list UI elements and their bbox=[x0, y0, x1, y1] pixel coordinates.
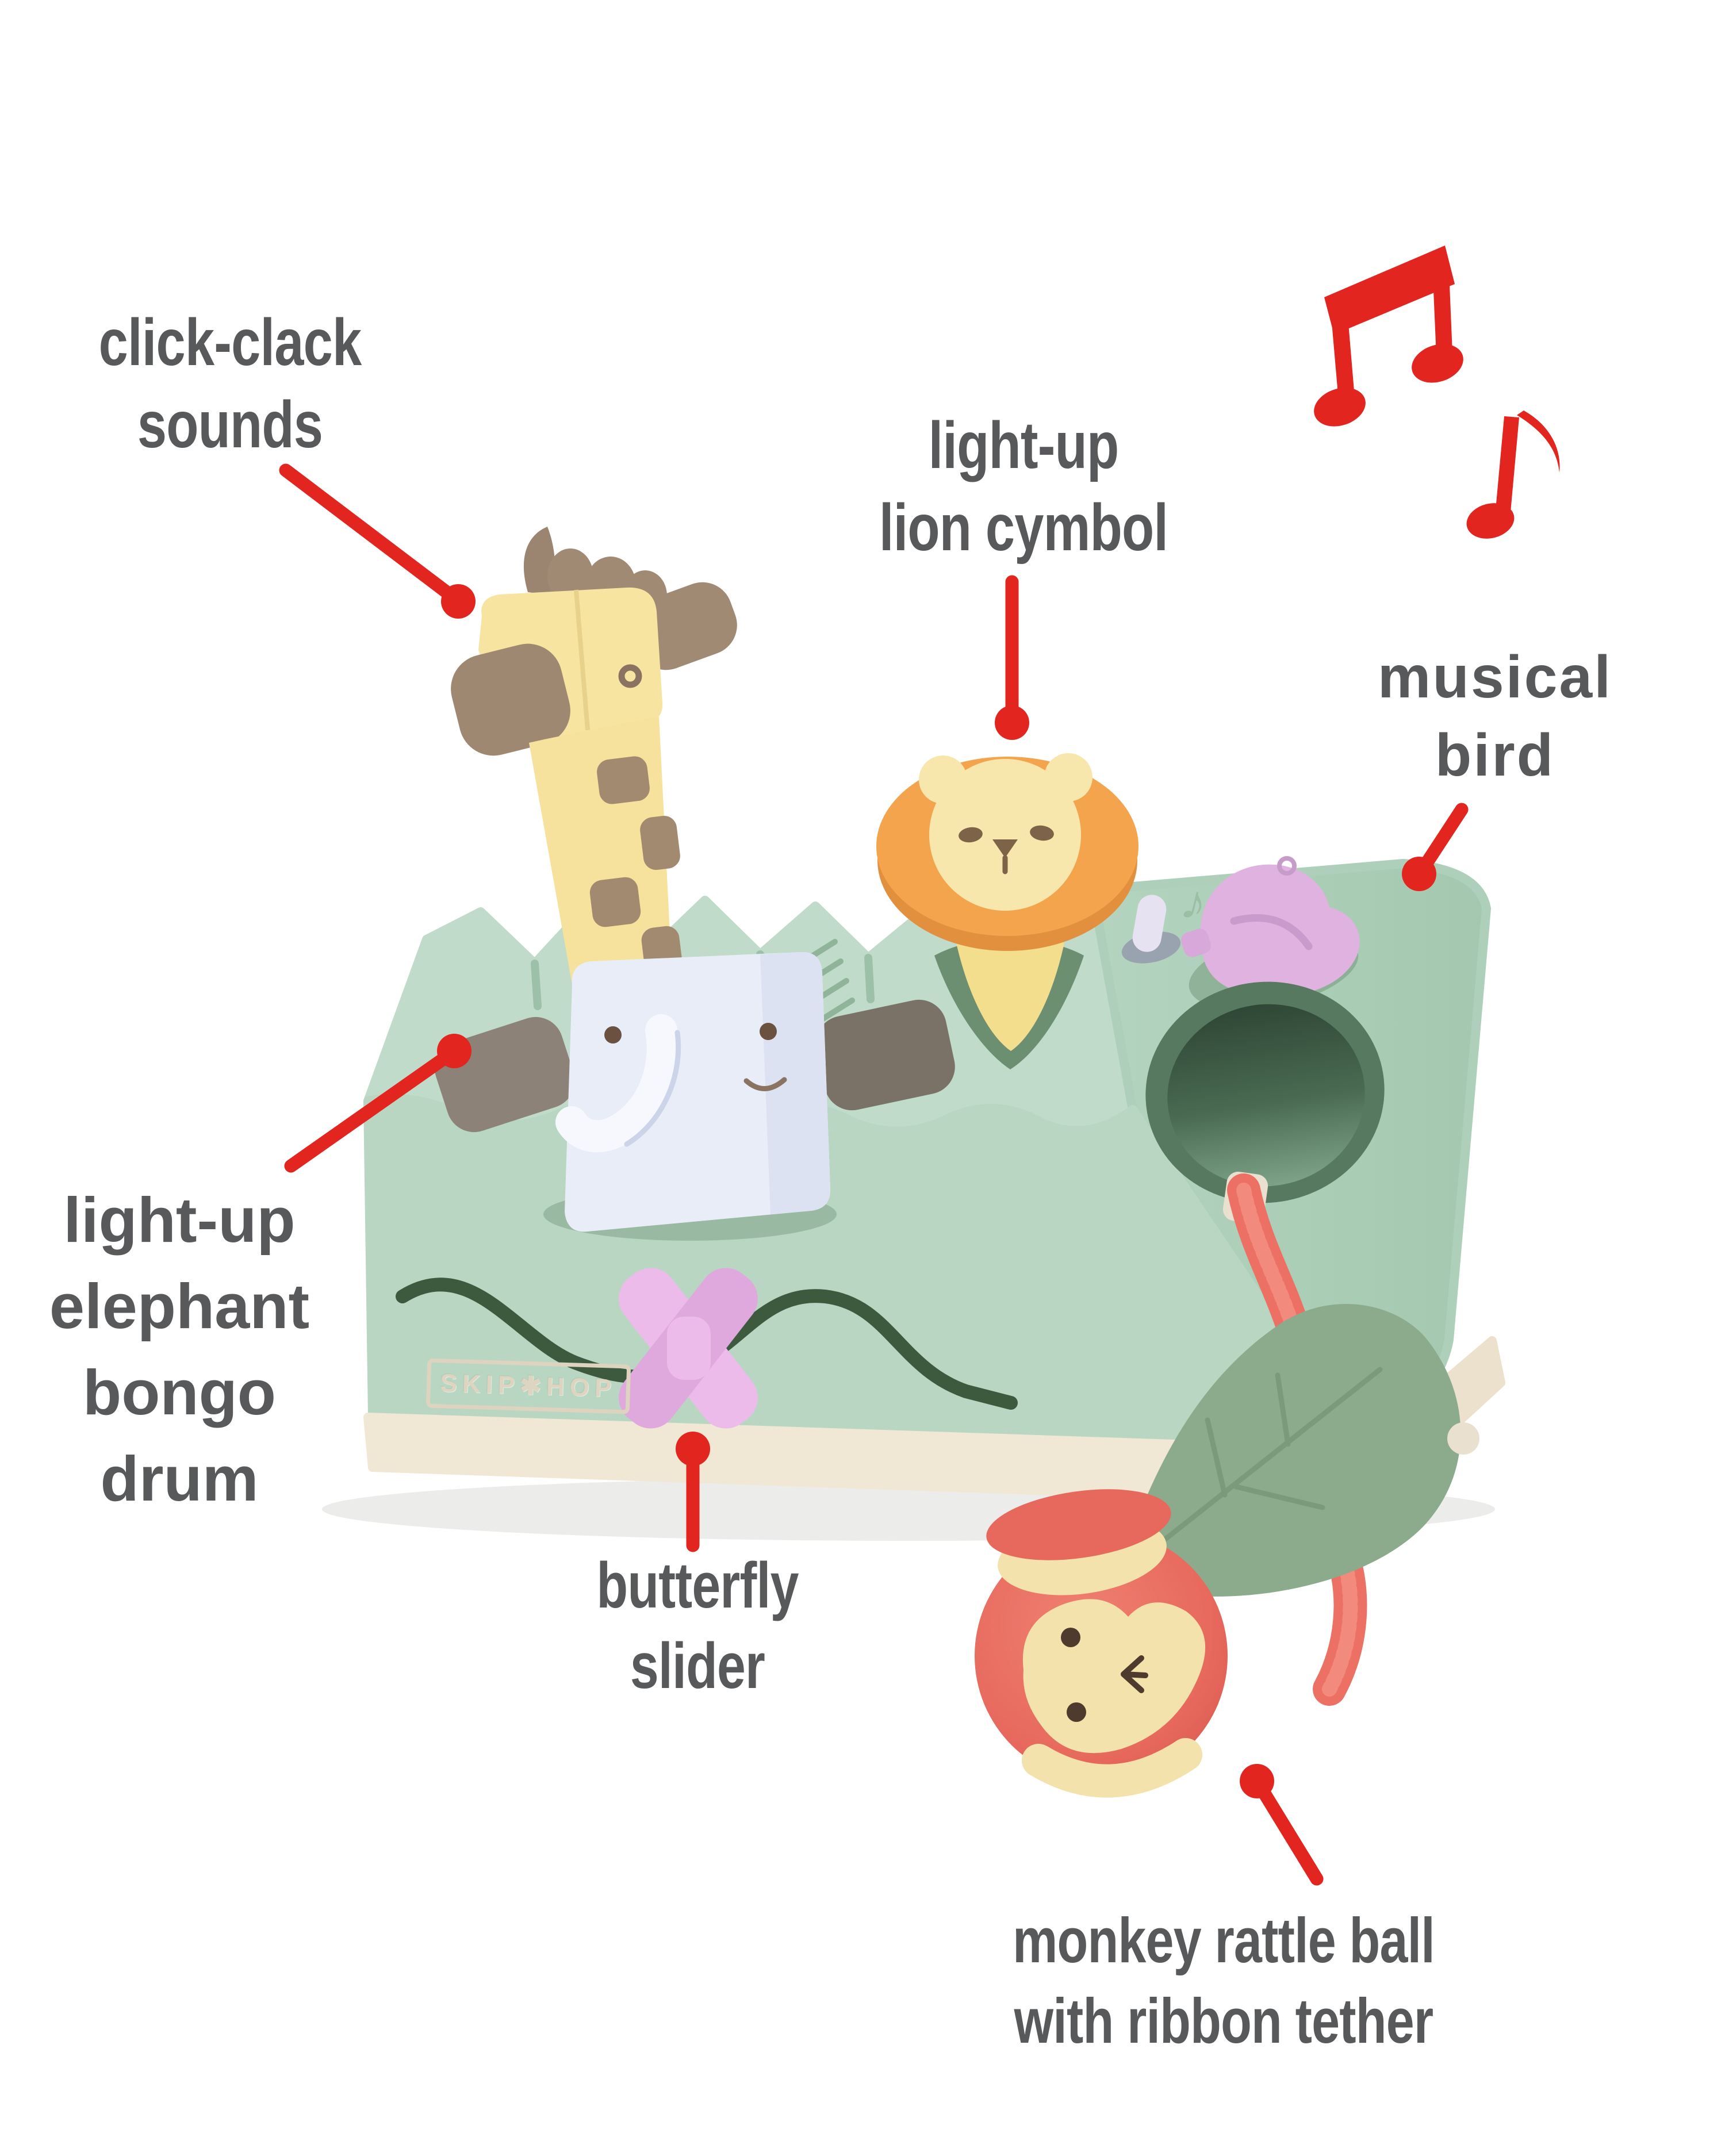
callout-line: light-up bbox=[63, 1185, 296, 1256]
callout-monkey-rattle-ball: monkey rattle ball with ribbon tether bbox=[948, 1901, 1500, 2062]
lion-stem bbox=[956, 930, 1064, 1051]
callout-light-up-lion-cymbol: light-up lion cymbol bbox=[747, 405, 1300, 569]
butterfly-slider-knob[interactable] bbox=[608, 1257, 769, 1439]
giraffe-horn bbox=[523, 527, 555, 595]
callout-line: butterfly bbox=[596, 1549, 799, 1621]
callout-line: with ribbon tether bbox=[1014, 1986, 1433, 2057]
pointer-elephant bbox=[284, 1045, 460, 1173]
leaf-hinge bbox=[1447, 1422, 1479, 1455]
callout-line: slider bbox=[630, 1630, 765, 1702]
dot-elephant bbox=[437, 1034, 471, 1068]
elephant-eye-left bbox=[604, 1026, 622, 1044]
monkey-eye-bottom bbox=[1067, 1702, 1086, 1722]
monkey-nose bbox=[1121, 1655, 1148, 1693]
monkey-hair-cut bbox=[986, 1489, 1171, 1560]
bird-wing bbox=[1230, 914, 1313, 950]
bird-head-hole bbox=[1277, 856, 1297, 876]
callout-line: elephant bbox=[49, 1271, 310, 1342]
callout-click-clack-sounds: click-clack sounds bbox=[0, 302, 506, 466]
elephant-bongo-drum[interactable] bbox=[555, 952, 831, 1232]
bird-body bbox=[1201, 864, 1360, 998]
lion-eye-right bbox=[1030, 825, 1054, 841]
pointer-click-clack bbox=[279, 463, 461, 605]
callout-line: lion cymbol bbox=[879, 491, 1168, 565]
callout-line: drum bbox=[100, 1444, 259, 1514]
musical-bird-button[interactable] bbox=[1179, 856, 1365, 1023]
leaf-veins bbox=[1141, 1367, 1383, 1559]
brand-logo-text: SKIP✱HOP bbox=[439, 1369, 618, 1403]
callout-light-up-elephant-bongo-drum: light-up elephant bongo drum bbox=[0, 1177, 524, 1522]
music-notes-icon bbox=[1314, 245, 1560, 539]
dot-bird bbox=[1402, 857, 1436, 891]
callout-line: bird bbox=[1435, 722, 1555, 789]
drumstick-right[interactable] bbox=[811, 995, 960, 1115]
elephant-smile bbox=[743, 1077, 787, 1091]
dot-lion bbox=[995, 705, 1029, 740]
callout-musical-bird: musical bird bbox=[1150, 638, 1725, 795]
callout-line: monkey rattle ball bbox=[1013, 1905, 1435, 1976]
dot-butterfly bbox=[676, 1432, 710, 1466]
callout-butterfly-slider: butterfly slider bbox=[421, 1545, 973, 1706]
ball-hole bbox=[1145, 981, 1385, 1203]
pointer-monkey bbox=[1250, 1774, 1324, 1886]
whistle-peg[interactable] bbox=[1130, 892, 1169, 954]
callout-line: musical bbox=[1377, 644, 1613, 711]
elephant-trunk-shadow bbox=[624, 1030, 681, 1147]
lion-cymbal[interactable] bbox=[876, 753, 1138, 1069]
callout-line: click-clack bbox=[98, 306, 362, 379]
elephant-eye-right bbox=[760, 1023, 777, 1040]
giraffe-clacker[interactable] bbox=[443, 527, 745, 1020]
lion-eye-left bbox=[959, 827, 983, 843]
giraffe-eye bbox=[618, 664, 642, 688]
monkey-chin-patch bbox=[1022, 1738, 1202, 1798]
dot-click-clack bbox=[441, 584, 476, 619]
callout-line: bongo bbox=[83, 1357, 276, 1428]
lion-face bbox=[929, 759, 1081, 911]
leaf-flap[interactable] bbox=[1116, 1304, 1479, 1597]
monkey-eye-top bbox=[1061, 1628, 1080, 1647]
brand-logo: SKIP✱HOP bbox=[425, 1358, 631, 1414]
giraffe-muzzle bbox=[451, 643, 570, 756]
callout-line: light-up bbox=[928, 409, 1120, 482]
bird-tail bbox=[1181, 929, 1211, 957]
elephant-trunk bbox=[555, 1014, 679, 1153]
butterfly-body bbox=[667, 1317, 711, 1380]
callout-pointer-dots bbox=[437, 584, 1436, 1798]
monkey-rattle-ball[interactable] bbox=[975, 1479, 1228, 1798]
lion-nose bbox=[992, 839, 1018, 858]
giraffe-head-crease bbox=[574, 589, 590, 731]
elephant-cube-shade bbox=[760, 952, 831, 1214]
callout-line: sounds bbox=[137, 388, 323, 462]
dot-monkey bbox=[1240, 1764, 1274, 1798]
callout-pointers bbox=[279, 463, 1469, 1886]
